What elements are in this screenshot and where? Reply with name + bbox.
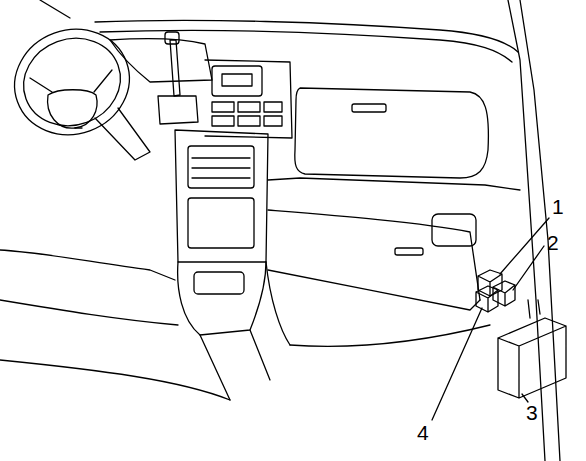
shift-knob	[165, 32, 179, 44]
console-base	[200, 330, 270, 400]
button	[264, 116, 282, 126]
dash-seam	[268, 178, 520, 190]
passenger-panel	[295, 88, 489, 178]
unit-wires	[528, 300, 540, 318]
seat-edge	[0, 250, 175, 280]
shift-gate	[158, 96, 198, 124]
a-pillar-right	[508, 0, 545, 461]
glovebox-bottom	[268, 270, 480, 310]
glovebox-top	[268, 210, 480, 300]
leader-line	[522, 394, 528, 402]
center-vent	[188, 146, 254, 188]
display-window	[222, 74, 252, 86]
steering-hub	[48, 90, 97, 128]
steering-column	[95, 108, 150, 160]
radio	[188, 198, 254, 248]
callout-number: 1	[552, 196, 564, 217]
side-vent	[432, 214, 476, 246]
dash-top-inner	[100, 30, 512, 62]
callout-number: 2	[547, 232, 559, 253]
steering-spokes	[30, 70, 112, 128]
button	[212, 102, 234, 112]
glovebox-handle	[395, 248, 423, 255]
relay-2	[493, 281, 515, 306]
button	[238, 116, 260, 126]
knee-panel	[266, 262, 290, 345]
panel-slot	[352, 104, 386, 112]
button	[212, 116, 234, 126]
display	[212, 66, 262, 96]
leader-line	[432, 308, 482, 420]
relay-4	[476, 286, 498, 312]
floor-line	[0, 360, 230, 400]
console-pocket	[194, 272, 244, 294]
control-panel	[205, 60, 292, 138]
callout-number: 3	[526, 402, 538, 423]
button	[264, 102, 282, 112]
a-pillar-left	[40, 0, 70, 18]
leader-line	[500, 218, 549, 274]
control-unit	[498, 318, 566, 398]
instrument-hood	[110, 39, 212, 82]
steering-wheel-rim	[0, 13, 144, 150]
dash-underside	[290, 325, 490, 346]
floor-line	[0, 300, 178, 325]
leader-line	[513, 246, 544, 290]
button	[238, 102, 260, 112]
steering-wheel-rim-inner	[11, 25, 133, 139]
vent-slats	[192, 158, 250, 178]
dash-top-edge	[95, 20, 518, 52]
lower-console	[178, 262, 266, 335]
callout-number: 4	[417, 422, 429, 443]
door-edge	[520, 0, 560, 461]
center-stack	[175, 130, 268, 262]
shift-lever	[170, 40, 180, 96]
